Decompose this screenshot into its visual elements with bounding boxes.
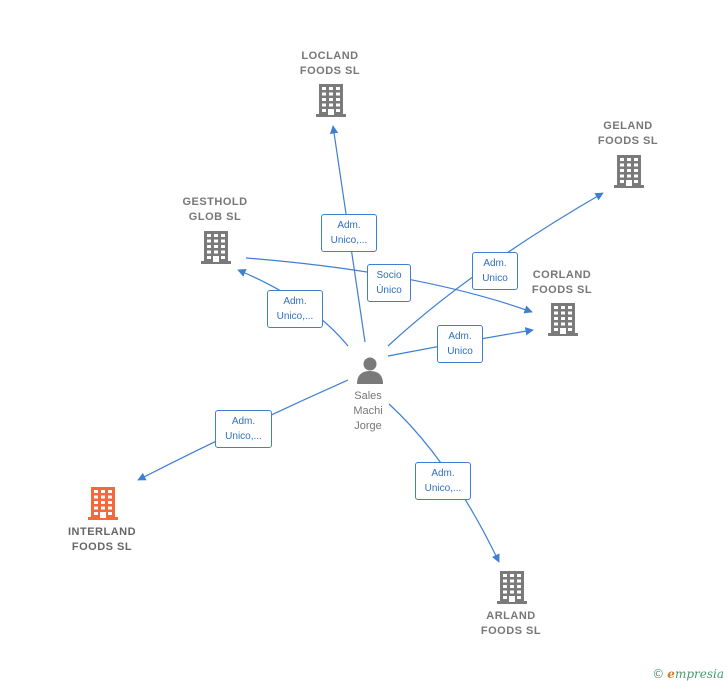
brand-name: mpresia bbox=[674, 667, 724, 681]
person-name-line: Machi bbox=[353, 405, 383, 417]
edge-label-to-gesthold[interactable]: Adm.Unico,... bbox=[267, 290, 323, 328]
edge-label-to-arland[interactable]: Adm.Unico,... bbox=[415, 462, 471, 500]
edge-label-to-corland[interactable]: Adm.Unico bbox=[437, 325, 483, 363]
building-icon[interactable] bbox=[88, 486, 118, 525]
edge-label-to-geland[interactable]: Adm.Unico bbox=[472, 252, 518, 290]
brand-logo: ©empresia bbox=[652, 667, 724, 681]
person-name[interactable]: Sales Machi Jorge bbox=[353, 389, 382, 434]
building-icon[interactable] bbox=[497, 570, 527, 609]
building-icon[interactable] bbox=[548, 302, 578, 341]
building-icon[interactable] bbox=[614, 154, 644, 193]
person-name-line: Sales bbox=[354, 390, 382, 402]
brand-initial: e bbox=[667, 667, 675, 681]
person-name-line: Jorge bbox=[354, 420, 382, 432]
building-icon[interactable] bbox=[316, 83, 346, 122]
building-icon[interactable] bbox=[201, 230, 231, 269]
person-icon[interactable] bbox=[355, 355, 385, 390]
edge-label-to-interland[interactable]: Adm.Unico,... bbox=[215, 410, 272, 448]
copyright-icon: © bbox=[652, 667, 665, 681]
edge-label-to-locland[interactable]: Adm.Unico,... bbox=[321, 214, 377, 252]
